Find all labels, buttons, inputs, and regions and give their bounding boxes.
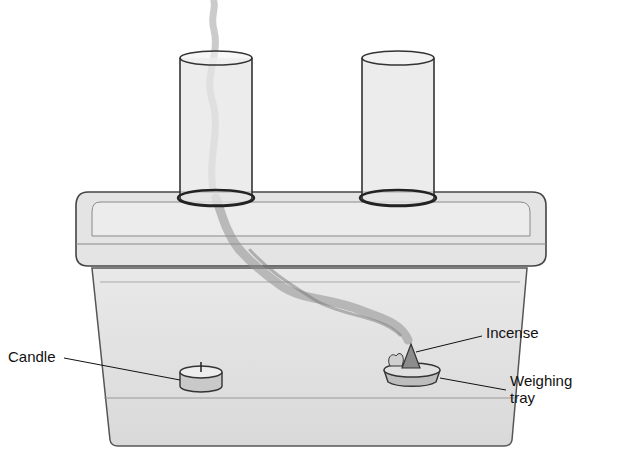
- chimney-tube: [362, 58, 434, 205]
- chimney-opening: [362, 51, 434, 65]
- part-label: Candle: [8, 348, 68, 365]
- container-rim: [100, 282, 520, 283]
- lid-top-panel: [92, 202, 530, 236]
- chimney-tube: [180, 58, 252, 205]
- part-label: Incense: [486, 324, 566, 341]
- leader-line: [440, 378, 506, 390]
- chimney-opening: [180, 51, 252, 65]
- container-lid: [76, 192, 546, 266]
- candle-wick: [200, 362, 202, 372]
- chimney-collar: [178, 190, 254, 206]
- incense-cone: [402, 344, 420, 368]
- lid-edge: [76, 244, 546, 245]
- container-floor: [104, 397, 518, 398]
- leader-line: [416, 336, 482, 352]
- smoke-trail: [216, 198, 408, 340]
- leader-line: [64, 358, 180, 380]
- chimney-collar: [360, 190, 436, 206]
- smoke-strand: [250, 250, 400, 335]
- part-label: Weighing tray: [510, 372, 582, 406]
- incense-holder: [389, 354, 404, 366]
